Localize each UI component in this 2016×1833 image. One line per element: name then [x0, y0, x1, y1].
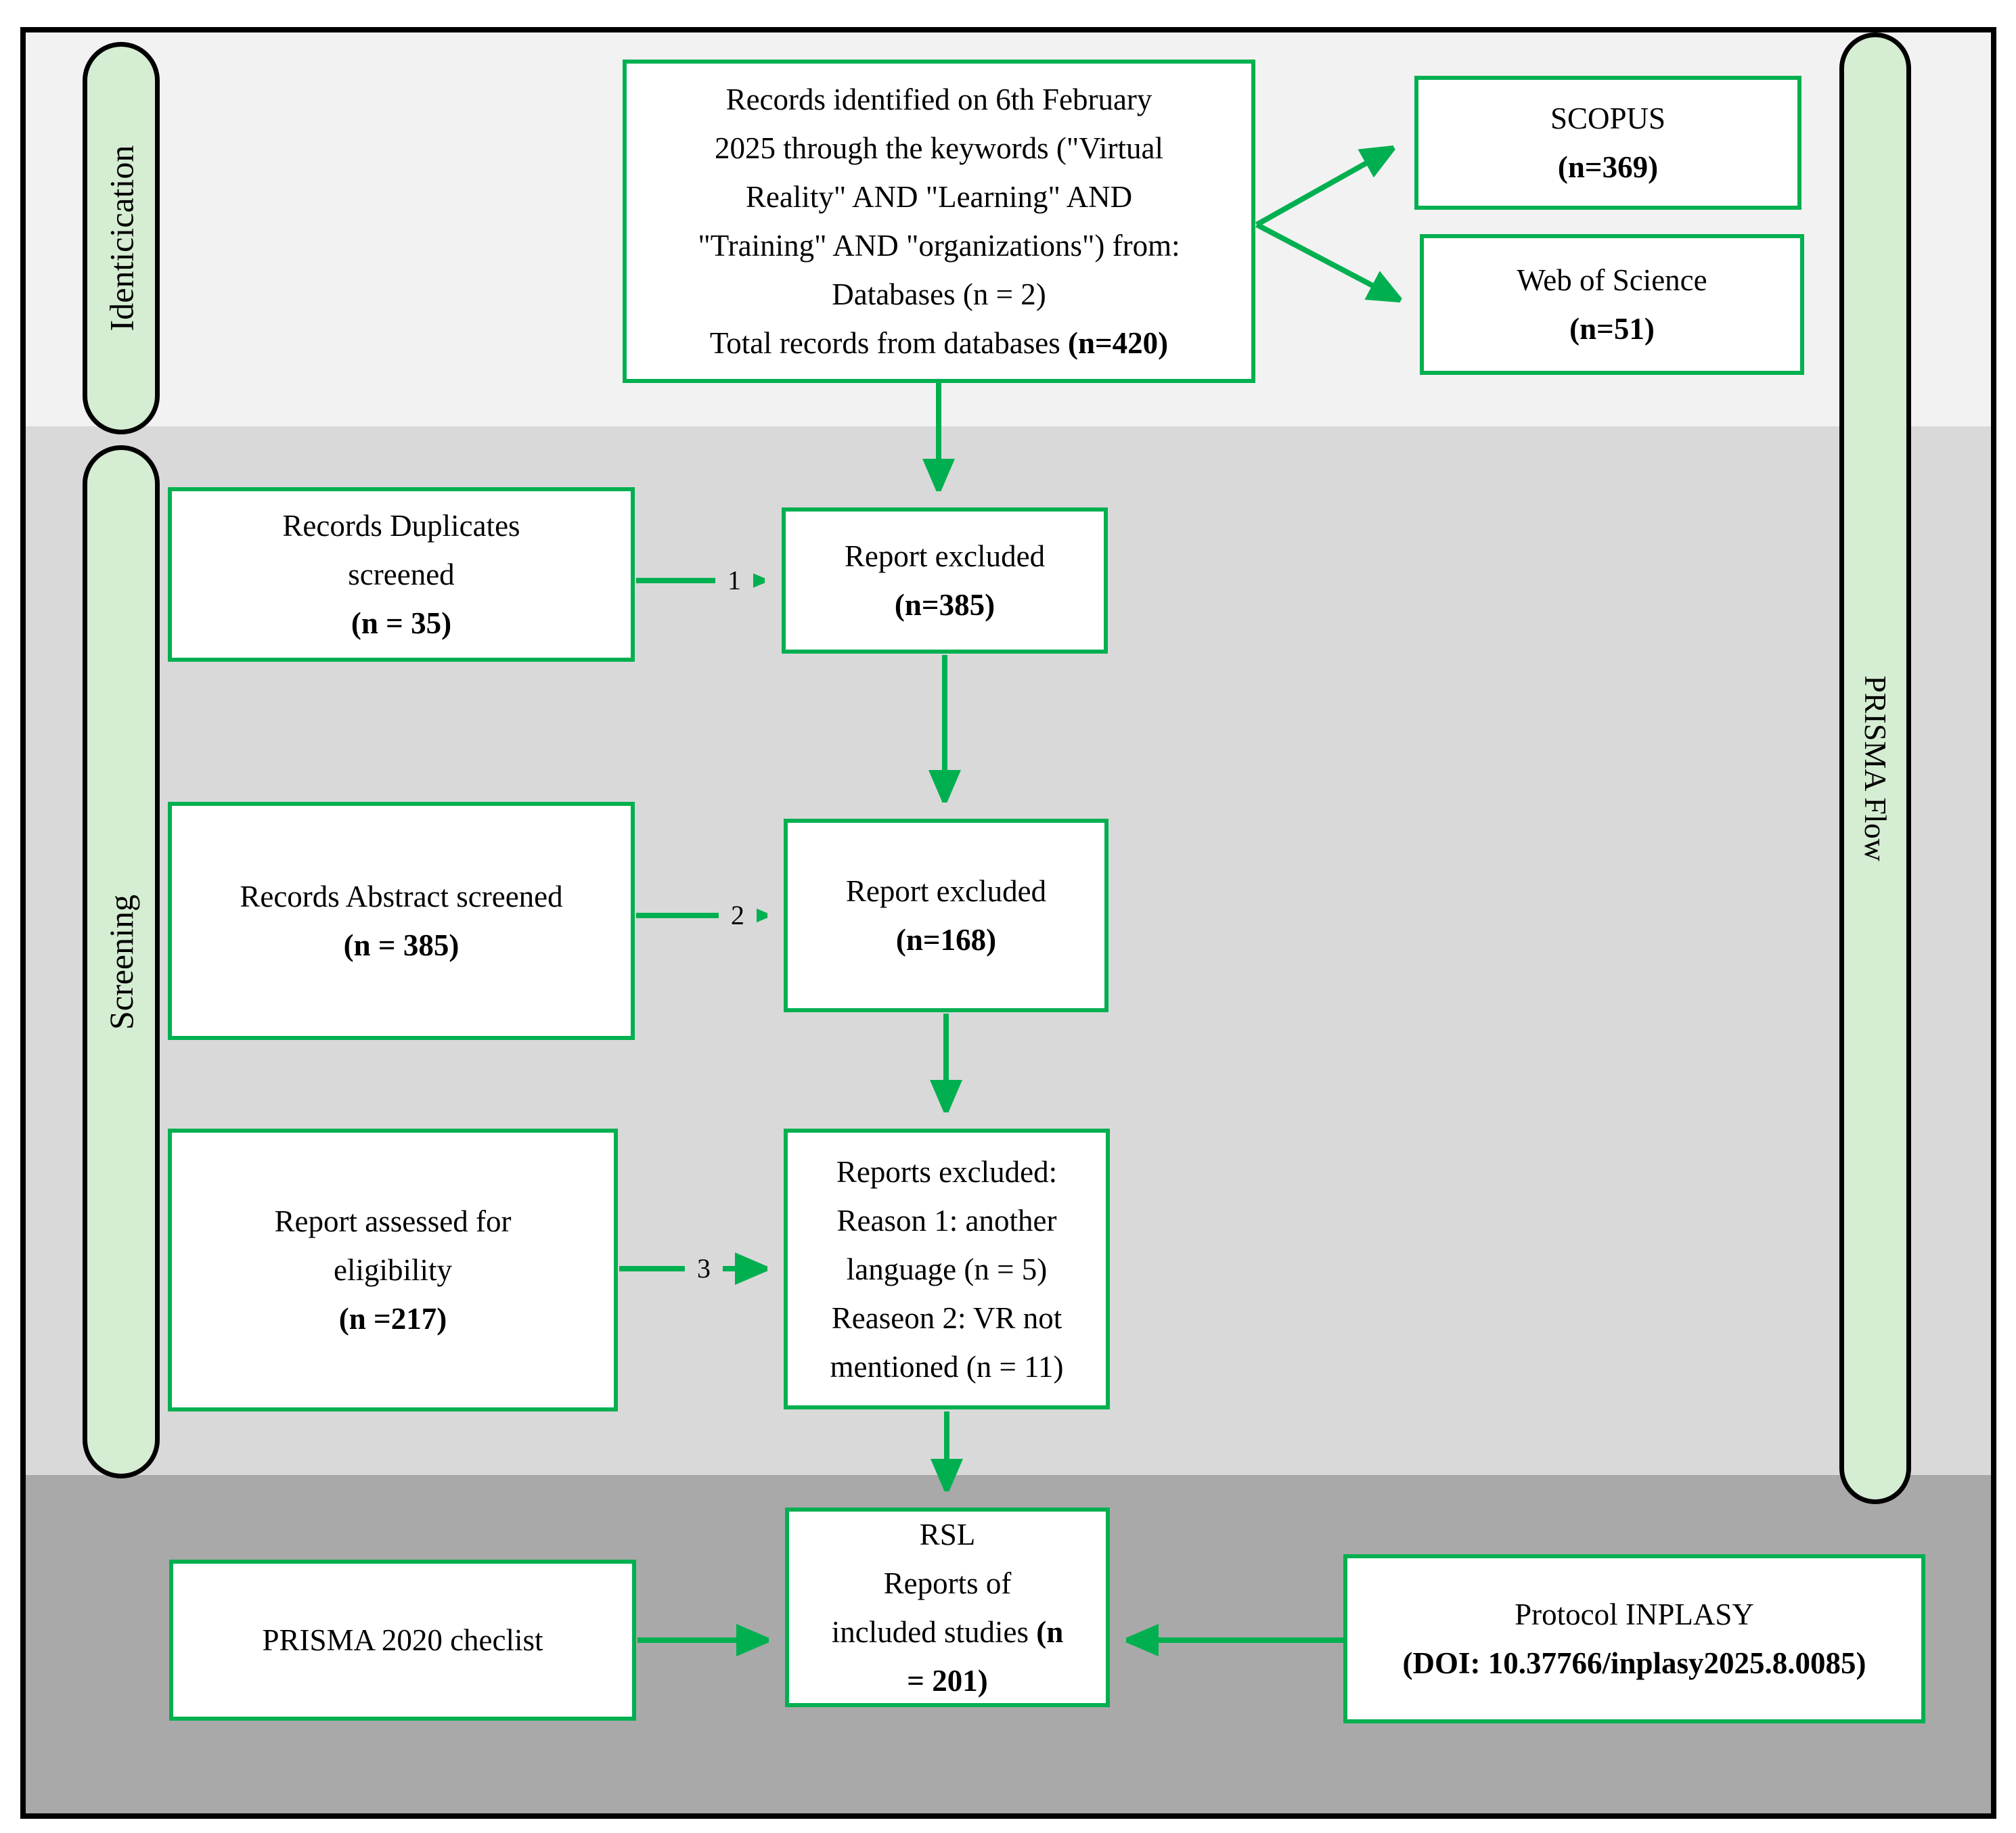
abstract-screened-text: Records Abstract screened (n = 385) — [240, 880, 563, 962]
box-records-identified: Records identified on 6th February 2025 … — [623, 60, 1255, 383]
rsl-included-text: RSL Reports of included studies (n = 201… — [831, 1517, 1064, 1698]
report-excluded-385-text: Report excluded (n=385) — [844, 539, 1046, 622]
web-of-science-text: Web of Science (n=51) — [1517, 263, 1707, 346]
box-protocol-inplasy: Protocol INPLASY (DOI: 10.37766/inplasy2… — [1343, 1554, 1925, 1723]
arrow-label-1: 1 — [715, 563, 753, 598]
arrow-label-3: 3 — [685, 1251, 723, 1286]
box-report-excluded-168: Report excluded (n=168) — [784, 819, 1108, 1012]
prisma-flow-side-text: PRISMA Flow — [1858, 675, 1893, 861]
box-scopus: SCOPUS (n=369) — [1414, 76, 1801, 210]
arrow-label-2: 2 — [719, 898, 757, 933]
assessed-eligibility-text: Report assessed for eligibility (n =217) — [274, 1204, 512, 1336]
screening-stage-text: Screening — [102, 894, 140, 1030]
records-identified-text: Records identified on 6th February 2025 … — [698, 83, 1180, 360]
protocol-inplasy-text: Protocol INPLASY (DOI: 10.37766/inplasy2… — [1402, 1598, 1866, 1680]
prisma-checklist-text: PRISMA 2020 checlist — [262, 1623, 543, 1657]
box-assessed-eligibility: Report assessed for eligibility (n =217) — [168, 1129, 618, 1411]
screening-stage-label: Screening — [83, 445, 160, 1478]
box-prisma-checklist: PRISMA 2020 checlist — [169, 1560, 636, 1721]
box-rsl-included: RSL Reports of included studies (n = 201… — [785, 1508, 1110, 1707]
box-reports-excluded-reasons: Reports excluded: Reason 1: another lang… — [784, 1129, 1110, 1409]
duplicates-screened-text: Records Duplicates screened (n = 35) — [282, 509, 520, 640]
reports-excluded-reasons-text: Reports excluded: Reason 1: another lang… — [830, 1154, 1064, 1384]
box-web-of-science: Web of Science (n=51) — [1420, 234, 1804, 375]
identification-stage-label: Identicication — [83, 42, 160, 434]
box-abstract-screened: Records Abstract screened (n = 385) — [168, 802, 635, 1040]
scopus-text: SCOPUS (n=369) — [1550, 101, 1666, 184]
report-excluded-168-text: Report excluded (n=168) — [845, 874, 1047, 957]
box-report-excluded-385: Report excluded (n=385) — [782, 507, 1108, 654]
box-duplicates-screened: Records Duplicates screened (n = 35) — [168, 487, 635, 662]
prisma-flow-side-label: PRISMA Flow — [1839, 32, 1911, 1504]
identification-stage-text: Identicication — [102, 145, 141, 332]
diagram-border — [20, 27, 1996, 1819]
